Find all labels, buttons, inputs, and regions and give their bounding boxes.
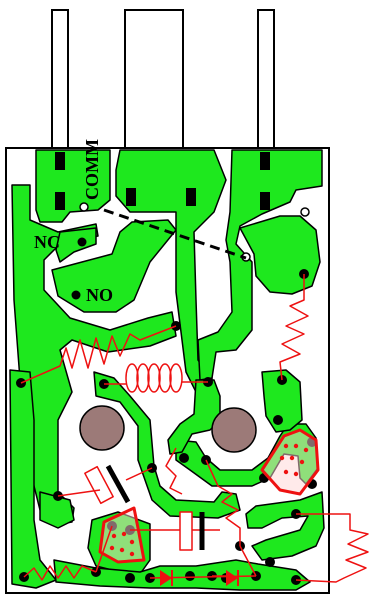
mounting-hole-left (79, 405, 125, 451)
cap-plate (105, 464, 131, 504)
capacitor-plates (105, 464, 205, 550)
components-layer (20, 274, 369, 583)
coil-inductor (104, 363, 208, 393)
diode-chain (149, 570, 257, 586)
trace-comm-pad (35, 149, 111, 223)
trace-right-top (197, 149, 323, 381)
capacitor-center (130, 511, 220, 551)
resistor-far-right (295, 513, 369, 583)
resistor-right (279, 274, 309, 381)
trace-bottom-right (245, 491, 325, 561)
comm-pin-hole (79, 202, 89, 212)
solder-hole (185, 571, 195, 581)
connector-tabs (51, 9, 275, 151)
trace-left-frame (11, 184, 177, 525)
solder-hole (179, 453, 189, 463)
trace-nc-pad (55, 227, 97, 263)
solder-hole (265, 557, 275, 567)
trace-left-middle (93, 371, 241, 519)
wire (239, 545, 257, 577)
right-top-hole (300, 207, 310, 217)
resistor-zigzag (20, 325, 177, 384)
capacitor-left (57, 465, 153, 505)
relay-pin (260, 152, 270, 170)
mounting-holes (79, 405, 257, 453)
relay-pin (55, 192, 65, 210)
trace-left-bottom (39, 491, 75, 529)
comm-label: COMM (82, 139, 102, 200)
nc-label: NC (34, 232, 60, 252)
resistor-bottom-left (23, 565, 97, 581)
trace-middle-column (167, 379, 221, 455)
relay-pin (55, 152, 65, 170)
trace-left-strip (9, 369, 57, 589)
solder-hole (125, 573, 135, 583)
tab-center (124, 9, 184, 151)
mounting-hole-right (211, 407, 257, 453)
transistor-right (260, 428, 320, 496)
relay-pin (186, 188, 196, 206)
transistor-dots (109, 443, 309, 557)
trace-right-lower (261, 369, 303, 433)
trace-bottom-row (53, 559, 311, 591)
wire (95, 525, 113, 573)
relay-pin (126, 188, 136, 206)
no-hole (71, 290, 81, 300)
relay-pins (55, 152, 270, 210)
tab-left (51, 9, 69, 151)
resistor-center-right (205, 459, 241, 546)
tab-right (257, 9, 275, 151)
no-label: NO (86, 285, 113, 305)
solder-hole (273, 415, 283, 425)
relay-coil-link (103, 208, 247, 260)
nc-hole (77, 237, 87, 247)
relay-pin (260, 192, 270, 210)
resistor-center-small (165, 447, 183, 495)
